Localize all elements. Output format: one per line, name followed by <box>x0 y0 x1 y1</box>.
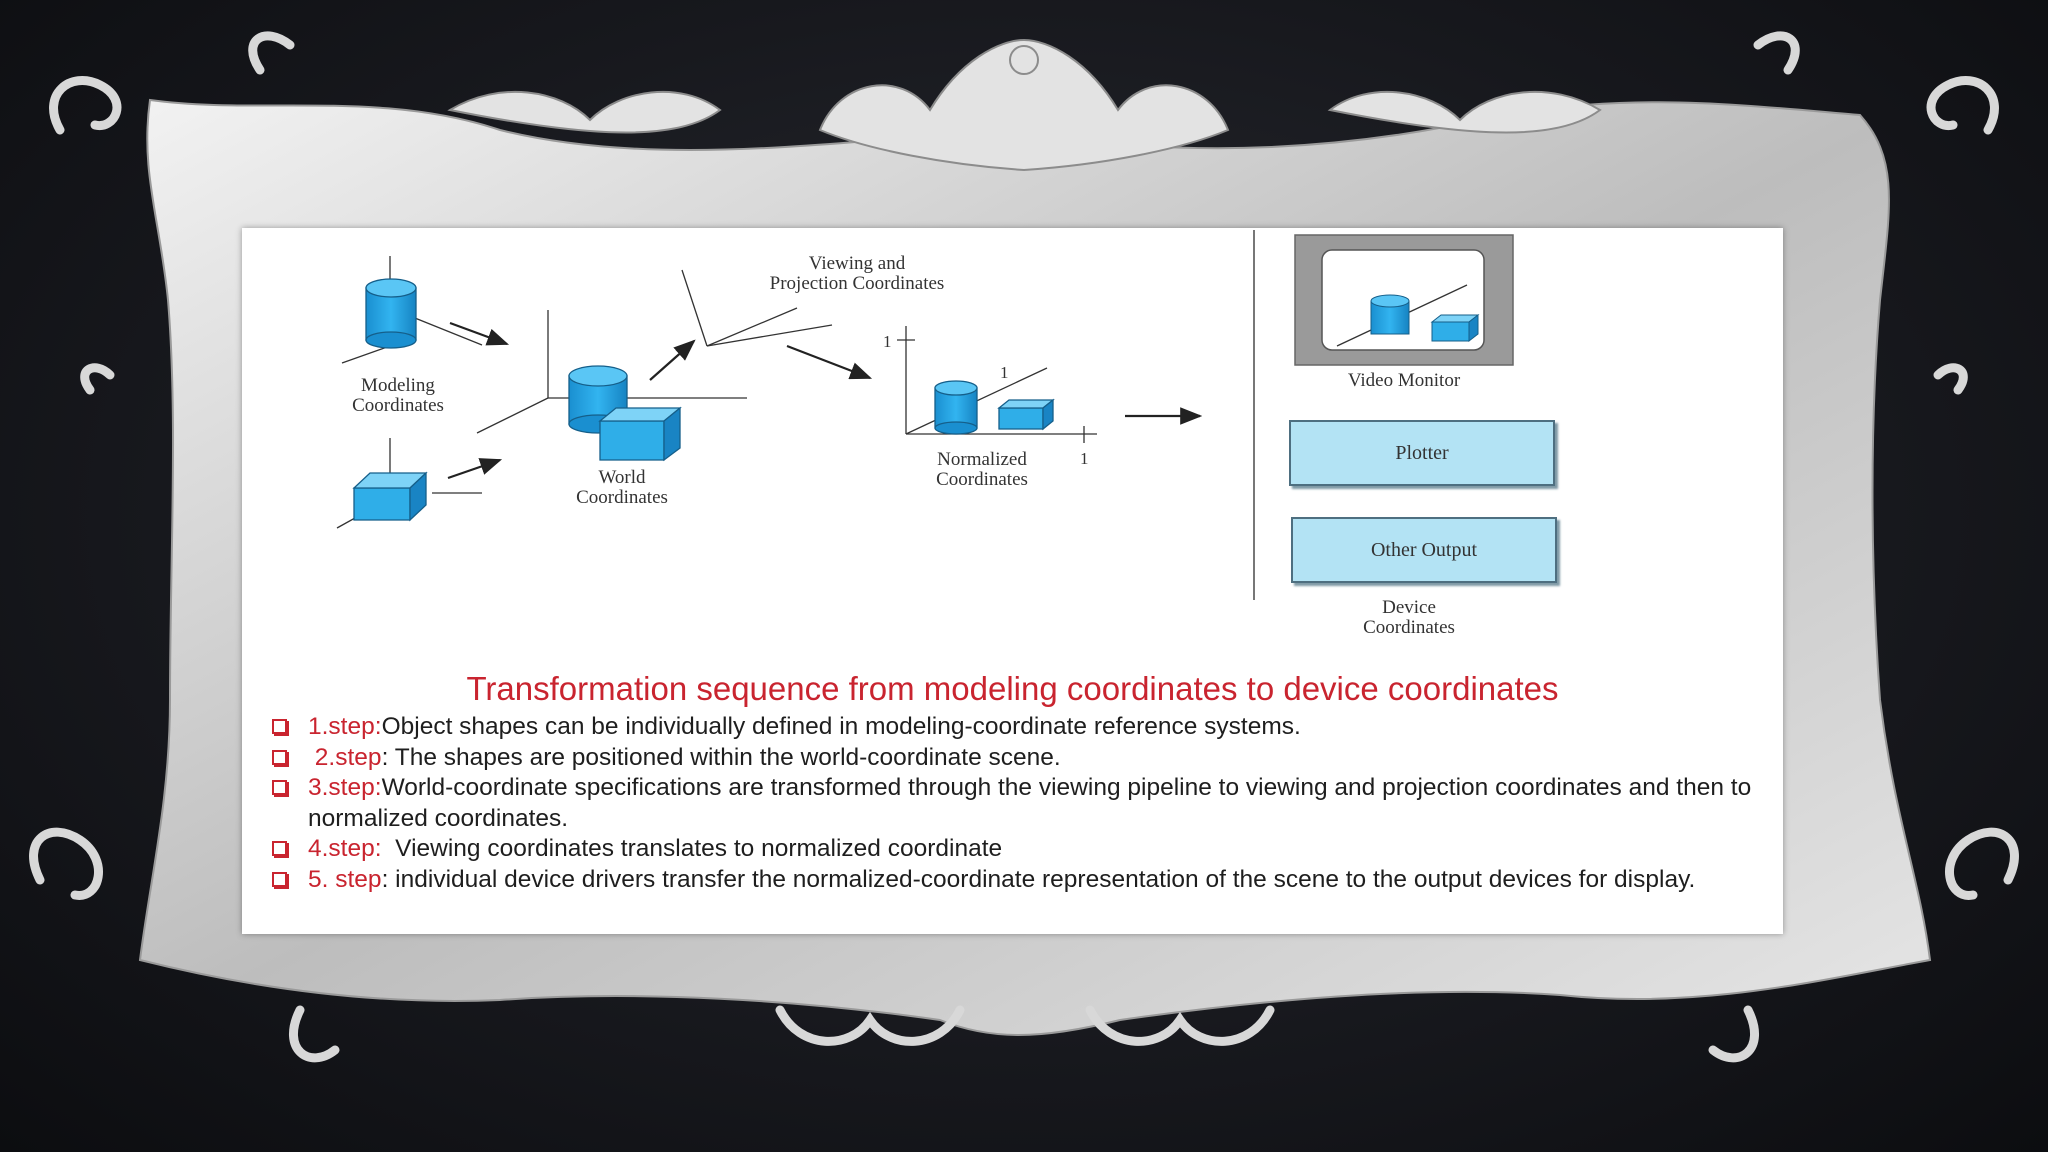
step-label: 1.step: <box>308 713 382 740</box>
axis-tick-z: 1 <box>1000 363 1009 382</box>
steps-list: 1.step:Object shapes can be individually… <box>272 712 1762 895</box>
corner-ornaments <box>29 31 2019 1063</box>
plotter-box: Plotter <box>1289 420 1555 486</box>
list-item: 3.step:World-coordinate specifications a… <box>272 773 1762 834</box>
video-monitor-label: Video Monitor <box>1347 370 1461 391</box>
step-label: 4.step: <box>308 835 382 862</box>
other-output-box: Other Output <box>1291 517 1557 583</box>
arrow-modeling-cylinder-to-world <box>449 321 510 346</box>
transformation-diagram: 1 1 1 <box>336 230 1514 600</box>
step-text: Object shapes can be individually define… <box>381 713 1301 740</box>
axis-tick-x: 1 <box>1080 449 1089 468</box>
bullet-icon <box>272 871 287 887</box>
step-text: Viewing coordinates translates to normal… <box>381 835 1003 862</box>
arrow-modeling-cube-to-world <box>447 458 503 480</box>
list-item: 1.step:Object shapes can be individually… <box>272 712 1762 743</box>
world-scene-icon <box>476 310 747 462</box>
step-text: World-coordinate specifications are tran… <box>308 774 1752 832</box>
list-item: 4.step: Viewing coordinates translates t… <box>272 834 1762 865</box>
step-label: 5. step <box>308 865 382 893</box>
step-label: 3.step: <box>308 774 382 801</box>
bullet-icon <box>272 749 287 765</box>
list-item: 5. step: individual device drivers trans… <box>272 865 1762 896</box>
step-label: 2.step <box>308 743 382 771</box>
step-text: : The shapes are positioned within the w… <box>381 743 1061 771</box>
step-text: : individual device drivers transfer the… <box>381 865 1696 893</box>
slide-title: Transformation sequence from modeling co… <box>466 670 1559 707</box>
bullet-icon <box>272 841 287 856</box>
axis-tick-y: 1 <box>883 332 892 351</box>
viewing-axes-icon <box>681 269 833 347</box>
video-monitor-icon <box>1294 234 1514 366</box>
modeling-cube-icon <box>336 438 482 529</box>
normalized-scene-icon <box>897 326 1097 443</box>
arrow-viewing-to-normalized <box>786 344 873 380</box>
arrow-world-to-viewing <box>649 339 696 381</box>
bullet-icon <box>272 719 287 734</box>
top-ornament <box>447 38 1602 172</box>
bullet-icon <box>272 780 287 795</box>
list-item: 2.step: The shapes are positioned within… <box>272 743 1762 774</box>
modeling-cylinder-icon <box>341 256 483 364</box>
